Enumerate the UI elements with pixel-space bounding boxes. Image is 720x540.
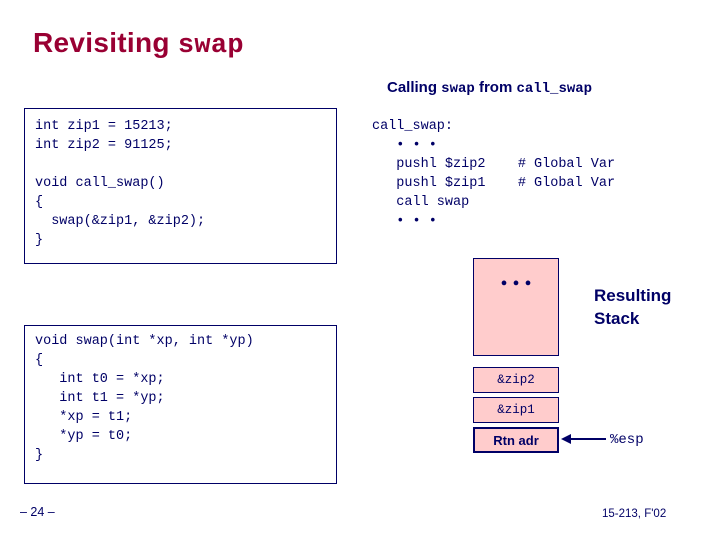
subtitle: Calling swap from call_swap: [387, 79, 592, 97]
subtitle-mono-callswap: call_swap: [516, 81, 593, 97]
page-title: Revisiting swap: [33, 27, 244, 61]
stack-cell-return-address: Rtn adr: [473, 427, 559, 453]
code-block-globals-and-callswap: int zip1 = 15213; int zip2 = 91125; void…: [24, 108, 337, 264]
resulting-stack-label: Resulting Stack: [594, 286, 672, 328]
code-block-swap-function: void swap(int *xp, int *yp) { int t0 = *…: [24, 325, 337, 484]
page-title-text: Revisiting: [33, 27, 178, 58]
assembly-listing: call_swap: • • • pushl $zip2 # Global Va…: [372, 119, 616, 229]
stack-cell-zip1: &zip1: [473, 397, 559, 423]
stack-cell-zip2: &zip2: [473, 367, 559, 393]
subtitle-prefix: Calling: [387, 79, 442, 96]
stack-ellipsis: • • •: [500, 273, 532, 295]
esp-register-label: %esp: [610, 432, 644, 448]
slide-number: – 24 –: [20, 505, 55, 519]
course-footer: 15-213, F'02: [602, 508, 667, 520]
page-title-mono: swap: [177, 31, 244, 61]
subtitle-middle: from: [474, 79, 517, 96]
esp-pointer-arrow: [561, 434, 606, 444]
stack-frame-top: • • •: [473, 258, 559, 356]
subtitle-mono-swap: swap: [441, 81, 475, 97]
